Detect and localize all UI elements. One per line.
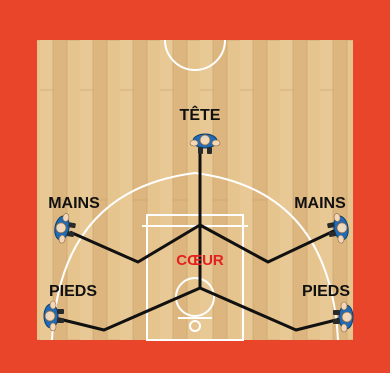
left-arm-line xyxy=(69,223,201,264)
label-head: TÊTE xyxy=(180,105,221,124)
label-feet-left: PIEDS xyxy=(49,283,97,300)
court-lines xyxy=(51,39,339,341)
label-hands-right: MAINS xyxy=(294,195,346,212)
label-feet-right: PIEDS xyxy=(302,283,350,300)
right-arm-line xyxy=(199,223,339,264)
connector-lines xyxy=(50,152,345,332)
label-core: CŒUR xyxy=(176,252,224,269)
right-leg-line xyxy=(199,286,345,332)
label-hands-left: MAINS xyxy=(48,195,100,212)
left-leg-line xyxy=(50,286,201,332)
